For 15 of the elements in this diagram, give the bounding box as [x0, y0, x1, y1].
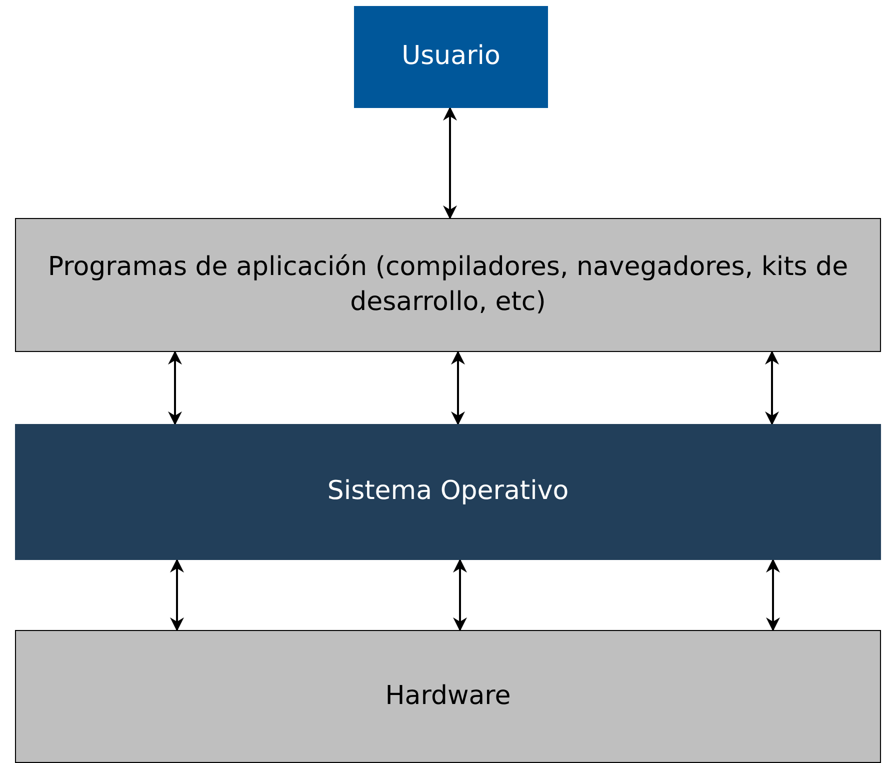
layer-label: Programas de aplicación (compiladores, navegadores, kits de desarrollo, etc): [46, 250, 850, 319]
double-arrow: [170, 558, 184, 632]
double-arrow: [451, 350, 465, 426]
double-arrow: [168, 350, 182, 426]
operating-system-box: [15, 424, 881, 560]
double-arrow: [766, 558, 780, 632]
layer-label: Hardware: [384, 680, 512, 713]
double-arrow: [765, 350, 779, 426]
layer-label: Sistema Operativo: [326, 475, 570, 508]
layer-label: Usuario: [400, 40, 502, 74]
hardware-box: [15, 630, 881, 763]
user-box: [354, 6, 548, 108]
double-arrow: [443, 106, 457, 220]
double-arrow: [453, 558, 467, 632]
application-layer-box: [15, 218, 881, 352]
